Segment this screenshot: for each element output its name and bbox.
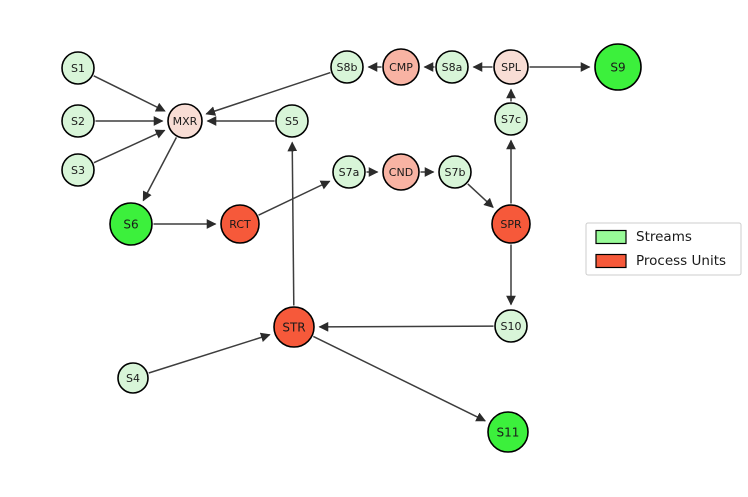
node-circle-S3[interactable]: [61, 153, 95, 187]
node-circle-S7a[interactable]: [332, 155, 366, 189]
edges-layer: [93, 62, 591, 422]
node-circle-MXR[interactable]: [167, 103, 203, 139]
node-CMP[interactable]: CMP: [382, 48, 420, 86]
node-circle-SPR[interactable]: [491, 204, 531, 244]
node-circle-S6[interactable]: [109, 202, 153, 246]
legend-label-streams: Streams: [636, 229, 692, 245]
edge-MXR-to-S6: [142, 137, 178, 202]
edge-S3-to-MXR: [93, 129, 166, 164]
node-MXR[interactable]: MXR: [167, 103, 203, 139]
node-S1[interactable]: S1: [61, 51, 95, 85]
node-circle-CND[interactable]: [382, 153, 420, 191]
node-S7b[interactable]: S7b: [438, 155, 472, 189]
node-circle-CMP[interactable]: [382, 48, 420, 86]
node-STR[interactable]: STR: [273, 306, 315, 348]
legend-swatch-process-units: [595, 253, 627, 269]
node-S2[interactable]: S2: [61, 104, 95, 138]
edge-STR-to-S11: [312, 335, 486, 422]
node-circle-S8a[interactable]: [435, 50, 469, 84]
node-CND[interactable]: CND: [382, 153, 420, 191]
edge-RCT-to-S7a: [258, 180, 331, 216]
node-S4[interactable]: S4: [117, 362, 149, 394]
node-circle-S8b[interactable]: [330, 50, 364, 84]
node-circle-S1[interactable]: [61, 51, 95, 85]
node-circle-S10[interactable]: [494, 309, 528, 343]
node-SPL[interactable]: SPL: [493, 49, 529, 85]
legend-label-process-units: Process Units: [636, 253, 726, 269]
node-SPR[interactable]: SPR: [491, 204, 531, 244]
node-S9[interactable]: S9: [594, 43, 642, 91]
node-S3[interactable]: S3: [61, 153, 95, 187]
node-S11[interactable]: S11: [487, 411, 529, 453]
node-S7c[interactable]: S7c: [494, 102, 528, 136]
node-RCT[interactable]: RCT: [220, 204, 260, 244]
legend-swatch-streams: [595, 229, 627, 245]
edge-S4-to-STR: [148, 332, 271, 374]
node-S7a[interactable]: S7a: [332, 155, 366, 189]
edge-S8b-to-MXR: [205, 71, 331, 116]
edge-STR-to-S5: [287, 141, 298, 306]
edge-S10-to-STR: [318, 321, 494, 332]
node-circle-S2[interactable]: [61, 104, 95, 138]
node-S8b[interactable]: S8b: [330, 50, 364, 84]
node-circle-S5[interactable]: [275, 104, 309, 138]
node-circle-S7b[interactable]: [438, 155, 472, 189]
node-S6[interactable]: S6: [109, 202, 153, 246]
node-circle-STR[interactable]: [273, 306, 315, 348]
edge-S1-to-MXR: [93, 75, 166, 112]
node-S8a[interactable]: S8a: [435, 50, 469, 84]
node-circle-S11[interactable]: [487, 411, 529, 453]
node-circle-S9[interactable]: [594, 43, 642, 91]
node-circle-SPL[interactable]: [493, 49, 529, 85]
edge-S7b-to-SPR: [467, 183, 494, 208]
node-circle-RCT[interactable]: [220, 204, 260, 244]
node-circle-S7c[interactable]: [494, 102, 528, 136]
node-S5[interactable]: S5: [275, 104, 309, 138]
node-S10[interactable]: S10: [494, 309, 528, 343]
node-circle-S4[interactable]: [117, 362, 149, 394]
